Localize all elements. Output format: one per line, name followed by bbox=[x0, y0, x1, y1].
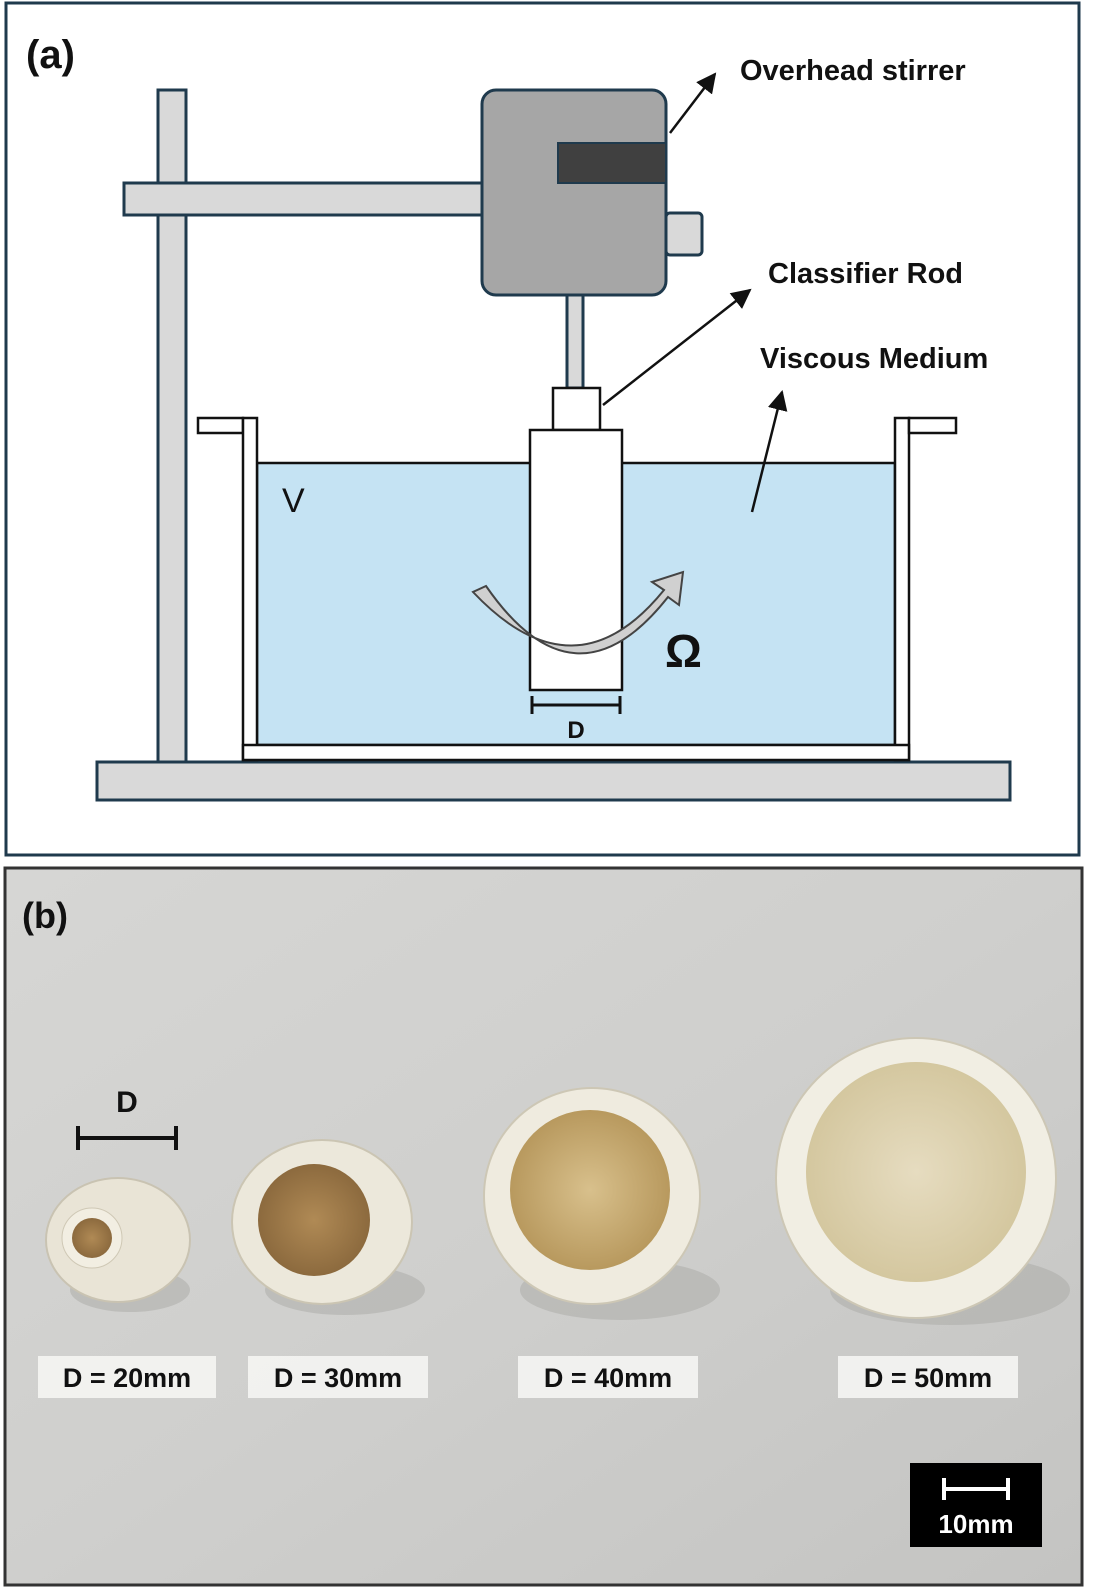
sample-20mm bbox=[45, 1177, 191, 1312]
volume-symbol: V bbox=[282, 482, 305, 520]
sample-label-40mm: D = 40mm bbox=[518, 1356, 698, 1398]
stand-arm bbox=[122, 181, 492, 217]
panel-b-photo: (b) D bbox=[3, 866, 1084, 1587]
panel-a-label: (a) bbox=[26, 33, 75, 77]
tank-wall-right bbox=[893, 416, 911, 762]
stirrer-knob bbox=[664, 211, 704, 257]
stand-base bbox=[95, 760, 1012, 802]
viscous-medium-label: Viscous Medium bbox=[760, 343, 988, 375]
tank-wall-left bbox=[241, 416, 259, 762]
panel-a: (a) Ω V D Overhead stirrer Classifier Ro… bbox=[4, 1, 1081, 857]
svg-text:D = 30mm: D = 30mm bbox=[274, 1363, 402, 1393]
stirrer-pointer-arrow bbox=[669, 72, 717, 134]
sample-label-20mm: D = 20mm bbox=[38, 1356, 216, 1398]
omega-symbol: Ω bbox=[665, 625, 702, 677]
sample-50mm bbox=[775, 1037, 1070, 1325]
stirrer-shaft bbox=[565, 293, 585, 390]
diameter-bracket-photo bbox=[76, 1126, 178, 1150]
panel-b-label: (b) bbox=[22, 895, 68, 936]
sample-30mm bbox=[231, 1139, 425, 1315]
medium-pointer-arrow bbox=[750, 390, 788, 513]
diameter-bracket bbox=[530, 696, 622, 714]
svg-text:D = 50mm: D = 50mm bbox=[864, 1363, 992, 1393]
tank-flange-left bbox=[196, 416, 245, 435]
rotation-arrow-icon bbox=[471, 570, 685, 655]
rod-connector bbox=[551, 386, 602, 432]
sample-label-30mm: D = 30mm bbox=[248, 1356, 428, 1398]
sample-label-50mm: D = 50mm bbox=[838, 1356, 1018, 1398]
stirrer-display bbox=[557, 142, 667, 184]
tank-bottom bbox=[241, 743, 911, 762]
classifier-rod-label: Classifier Rod bbox=[768, 258, 963, 290]
svg-text:D = 40mm: D = 40mm bbox=[544, 1363, 672, 1393]
sample-40mm bbox=[483, 1087, 720, 1320]
rod-pointer-arrow bbox=[602, 288, 752, 406]
overhead-stirrer-label: Overhead stirrer bbox=[740, 55, 966, 87]
photo-diameter-label: D bbox=[116, 1086, 138, 1119]
diameter-label: D bbox=[567, 717, 584, 744]
overhead-stirrer bbox=[480, 88, 668, 297]
tank-flange-right bbox=[907, 416, 958, 435]
scale-bar-label: 10mm bbox=[938, 1509, 1013, 1539]
scale-bar: 10mm bbox=[910, 1463, 1042, 1547]
svg-text:D = 20mm: D = 20mm bbox=[63, 1363, 191, 1393]
